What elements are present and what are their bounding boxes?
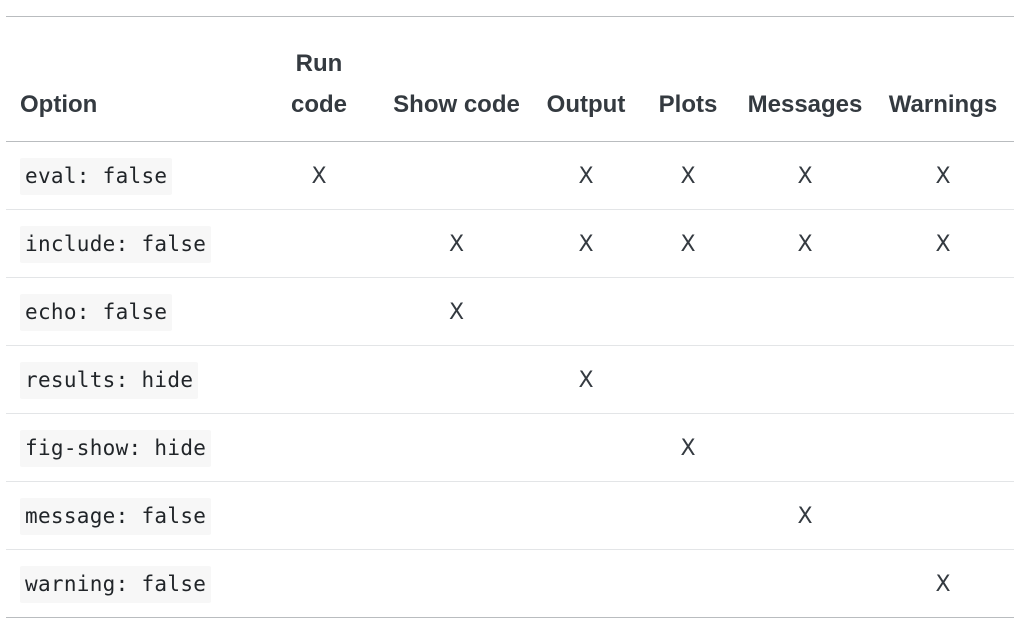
x-mark: X	[578, 232, 594, 257]
effect-cell: X	[638, 142, 738, 210]
option-cell: include: false	[6, 210, 259, 278]
effect-cell	[259, 482, 379, 550]
table-row: include: false X X X X X	[6, 210, 1014, 278]
effect-cell	[259, 346, 379, 414]
x-mark: X	[311, 164, 327, 189]
effect-cell	[534, 414, 638, 482]
header-option: Option	[20, 91, 98, 118]
effect-cell	[738, 346, 872, 414]
effect-cell	[638, 482, 738, 550]
table-row: fig-show: hide X	[6, 414, 1014, 482]
effect-cell	[379, 346, 534, 414]
effect-cell	[379, 550, 534, 618]
x-mark: X	[797, 164, 813, 189]
effect-cell: X	[738, 210, 872, 278]
header-row: Option Run code Show code Output Plots M…	[6, 16, 1014, 142]
option-code: eval: false	[20, 158, 173, 195]
x-mark: X	[935, 164, 951, 189]
table-row: results: hide X	[6, 346, 1014, 414]
option-code: warning: false	[20, 566, 212, 603]
effect-cell: X	[738, 142, 872, 210]
x-mark: X	[935, 572, 951, 597]
x-mark: X	[578, 368, 594, 393]
effect-cell: X	[534, 142, 638, 210]
effect-cell: X	[534, 346, 638, 414]
option-code: echo: false	[20, 294, 173, 331]
effect-cell: X	[638, 210, 738, 278]
effect-cell	[738, 278, 872, 346]
effect-cell	[872, 346, 1014, 414]
effect-cell: X	[534, 210, 638, 278]
effect-cell	[259, 278, 379, 346]
table-row: echo: false X	[6, 278, 1014, 346]
effect-cell: X	[872, 210, 1014, 278]
effect-cell: X	[738, 482, 872, 550]
option-cell: echo: false	[6, 278, 259, 346]
option-cell: results: hide	[6, 346, 259, 414]
effect-cell	[534, 550, 638, 618]
table-row: message: false X	[6, 482, 1014, 550]
effect-cell: X	[872, 142, 1014, 210]
effect-cell	[379, 482, 534, 550]
effect-cell	[738, 414, 872, 482]
effect-cell	[872, 414, 1014, 482]
effect-cell: X	[638, 414, 738, 482]
option-cell: warning: false	[6, 550, 259, 618]
x-mark: X	[797, 504, 813, 529]
x-mark: X	[935, 232, 951, 257]
option-cell: eval: false	[6, 142, 259, 210]
header-output: Output	[546, 91, 626, 118]
chunk-options-table: Option Run code Show code Output Plots M…	[6, 16, 1014, 618]
chunk-options-table-container: Option Run code Show code Output Plots M…	[6, 16, 1014, 618]
effect-cell	[379, 414, 534, 482]
effect-cell	[259, 210, 379, 278]
x-mark: X	[680, 232, 696, 257]
effect-cell	[534, 482, 638, 550]
option-cell: message: false	[6, 482, 259, 550]
effect-cell	[259, 550, 379, 618]
option-cell: fig-show: hide	[6, 414, 259, 482]
effect-cell	[738, 550, 872, 618]
effect-cell	[638, 550, 738, 618]
option-code: include: false	[20, 226, 212, 263]
effect-cell: X	[379, 278, 534, 346]
header-run-code: Run code	[290, 50, 347, 118]
effect-cell	[259, 414, 379, 482]
header-show-code: Show code	[393, 91, 520, 118]
effect-cell	[638, 346, 738, 414]
x-mark: X	[797, 232, 813, 257]
table-row: eval: false X X X X X	[6, 142, 1014, 210]
table-row: warning: false X	[6, 550, 1014, 618]
x-mark: X	[680, 436, 696, 461]
effect-cell: X	[259, 142, 379, 210]
effect-cell	[379, 142, 534, 210]
table-header: Option Run code Show code Output Plots M…	[6, 16, 1014, 142]
effect-cell	[872, 482, 1014, 550]
effect-cell	[534, 278, 638, 346]
effect-cell: X	[379, 210, 534, 278]
effect-cell: X	[872, 550, 1014, 618]
header-warnings: Warnings	[888, 91, 998, 118]
effect-cell	[638, 278, 738, 346]
x-mark: X	[578, 164, 594, 189]
option-code: fig-show: hide	[20, 430, 212, 467]
header-plots: Plots	[658, 91, 718, 118]
header-messages: Messages	[747, 91, 863, 118]
option-code: message: false	[20, 498, 212, 535]
effect-cell	[872, 278, 1014, 346]
x-mark: X	[680, 164, 696, 189]
x-mark: X	[448, 232, 465, 257]
option-code: results: hide	[20, 362, 199, 399]
x-mark: X	[448, 300, 465, 325]
